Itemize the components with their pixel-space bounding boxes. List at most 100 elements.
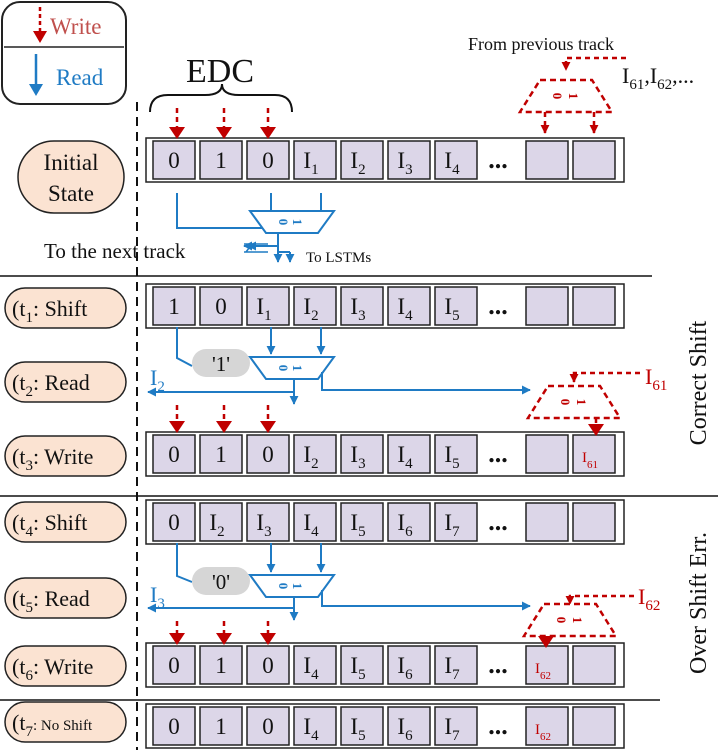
track-cell: I6 [387,502,431,542]
track-cell: I3 [340,434,384,474]
mux-input-label: 0 [550,93,565,100]
cell-value: I3 [256,510,271,540]
state-t1: (t1: Shift [4,287,127,329]
incoming-items-label: I61,I62,... [622,63,694,93]
state-label: (t2: Read [12,370,90,400]
edc-brace: EDC [149,53,293,113]
track-tail-cell [572,706,616,746]
write-arrowhead-icon [260,633,276,645]
state-t6: (t6: Write [4,645,127,687]
track-ellipsis: ... [488,711,508,740]
state-label: (t6: Write [12,654,93,684]
track-cell: I6 [387,706,431,746]
cell-value: I1 [303,148,318,178]
track-cell: I4 [293,502,337,542]
cell-value: I2 [209,510,224,540]
from-previous-track-label: From previous track [468,34,614,54]
track-ellipsis: ... [488,145,508,174]
cell-value: I2 [303,442,318,472]
cell-value: I1 [256,294,271,324]
cell-value: 0 [262,714,274,739]
cell-value: I7 [444,510,460,540]
cell-value: I7 [444,714,460,744]
track-cell: I4 [387,434,431,474]
mux-input-label: 0 [554,617,569,624]
track-tail-cell [525,502,569,542]
cell-value: 0 [215,294,227,319]
track-ellipsis: ... [488,507,508,536]
initial-read-path [176,193,322,263]
legend-box [1,1,127,105]
track-cell: 1 [199,434,243,474]
over-shift-error-label: Over Shift Err. [686,532,712,674]
track-cell: 0 [199,286,243,326]
track-tail-cell [572,286,616,326]
track-cell: I5 [434,434,478,474]
track-cell: I5 [340,502,384,542]
correct-shift-label: Correct Shift [686,320,712,445]
read-output-t5: I3 [150,582,165,612]
track-cell: 0 [152,645,196,685]
legend-read-label: Read [56,65,104,90]
state-initial: Initial State [17,140,125,214]
track-cell: I5 [340,706,384,746]
incoming-write-path [565,594,634,605]
mux-input-label: 0 [276,583,291,590]
cell-value: I6 [397,510,413,540]
cell-value: 1 [215,148,227,173]
track-tail-cell [525,140,569,180]
cell-value: I5 [444,442,459,472]
read-output-t2: I2 [150,365,165,395]
cell-value: I5 [350,510,365,540]
track-tail-cell [525,286,569,326]
cell-value: 1 [215,714,227,739]
write-arrowhead-icon [169,633,185,645]
state-t7: (t7: No Shift [4,701,127,743]
cell-value: 1 [168,294,180,319]
svg-text:'1': '1' [212,352,230,376]
read-path [176,543,193,583]
track-cell: I2 [293,434,337,474]
cell-value: I62 [535,661,551,682]
cell-value: I61 [582,450,598,471]
track-cell: 1 [199,645,243,685]
cell-value: 0 [262,442,274,467]
track-cell: I4 [434,140,478,180]
mux-input-label: 1 [570,617,585,624]
track-cell: 0 [152,502,196,542]
write-arrowhead-icon [538,636,554,648]
write-arrowhead-icon [588,424,604,436]
track-cell: I5 [340,645,384,685]
read-arrowhead-icon [29,84,43,96]
track-tail-cell [572,645,616,685]
cell-value: I7 [444,653,460,683]
incoming-write-path [561,56,626,71]
track-cell: I7 [434,706,478,746]
track-ellipsis: ... [488,291,508,320]
svg-text:'0': '0' [212,570,230,594]
state-label: (t4: Shift [12,510,87,540]
cell-value: 1 [215,653,227,678]
write-arrowhead-icon [260,127,276,139]
cell-value: I4 [397,442,413,472]
cell-value: 0 [168,148,180,173]
to-next-track-label: To the next track [44,239,186,263]
incoming-write-t5: I62 [638,584,660,614]
incoming-write-t2: I61 [645,364,667,394]
write-arrowhead-icon [216,421,232,433]
track-cell: 0 [152,140,196,180]
mux-input-label: 1 [566,93,581,100]
track-tail-cell: I62 [525,645,569,685]
track-cell: I2 [293,286,337,326]
legend-write-label: Write [50,14,101,39]
track-cell: 0 [152,706,196,746]
track-cell: I4 [293,706,337,746]
cell-value: I4 [303,714,319,744]
track-cell: I1 [246,286,290,326]
track-cell: 0 [152,434,196,474]
